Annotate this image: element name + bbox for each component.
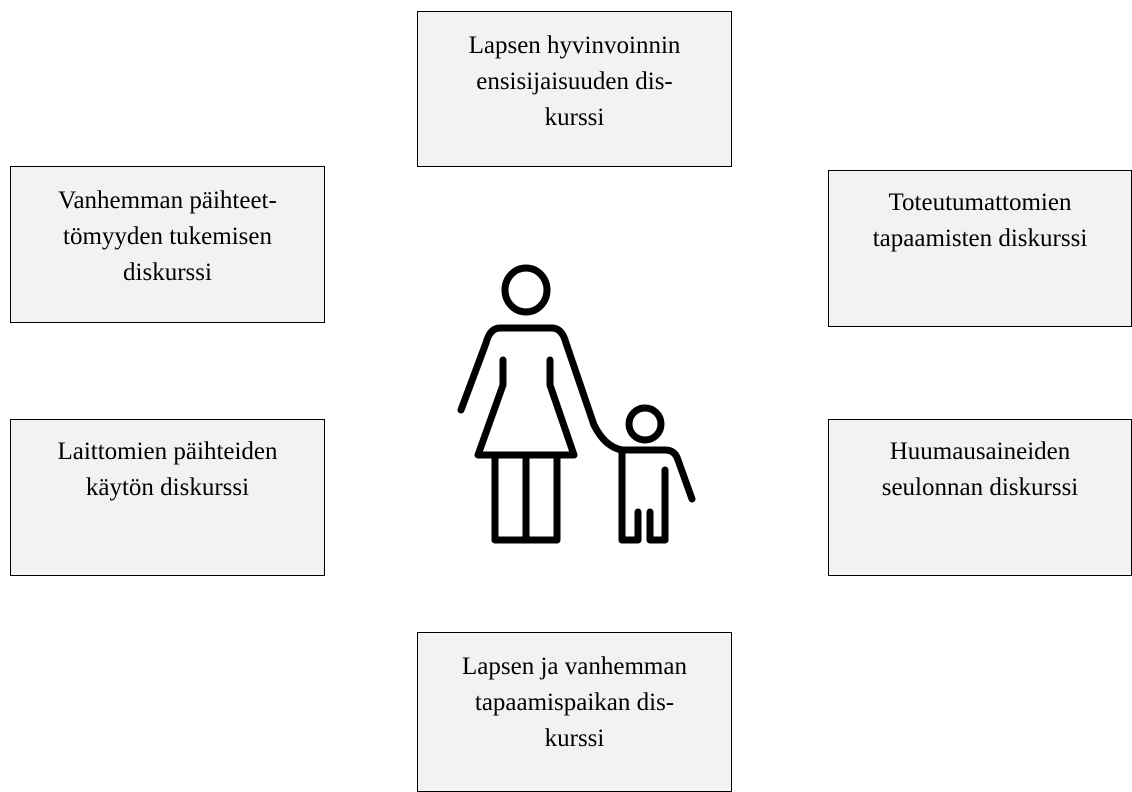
box-text-line: kurssi	[544, 725, 605, 752]
box-text-line: Lapsen hyvinvoinnin	[468, 32, 681, 59]
adult-body	[457, 324, 598, 459]
box-text-line: diskurssi	[123, 259, 212, 286]
child-body	[590, 421, 696, 544]
box-text-line: käytön diskurssi	[85, 474, 250, 501]
box-text-line: tapaamisten diskurssi	[872, 225, 1088, 252]
discourse-box-meeting-place: Lapsen ja vanhemman tapaamispaikan dis- …	[417, 632, 732, 792]
parent-and-child-icon	[457, 264, 696, 544]
discourse-box-child-welfare-priority: Lapsen hyvinvoinnin ensisijaisuuden dis-…	[417, 11, 732, 167]
discourse-box-unrealized-meetings: Toteutumattomien tapaamisten diskurssi	[828, 170, 1132, 327]
box-text-line: seulonnan diskurssi	[881, 474, 1079, 501]
box-text-line: Vanhemman päihteet-	[58, 187, 277, 214]
box-text-line: ensisijaisuuden dis-	[476, 68, 673, 95]
adult-legs	[491, 451, 561, 544]
discourse-box-drug-screening: Huumausaineiden seulonnan diskurssi	[828, 419, 1132, 576]
box-text-line: kurssi	[544, 104, 605, 131]
box-text-line: Toteutumattomien	[888, 189, 1072, 216]
discourse-box-parent-sobriety-support: Vanhemman päihteet- tömyyden tukemisen d…	[10, 166, 325, 323]
child-head	[625, 404, 665, 444]
box-text-line: Huumausaineiden	[889, 438, 1071, 465]
box-text-line: tömyyden tukemisen	[63, 223, 272, 250]
adult-head	[501, 264, 551, 316]
box-text-line: Laittomien päihteiden	[57, 438, 278, 465]
box-text-line: Lapsen ja vanhemman	[462, 653, 687, 680]
discourse-box-illegal-substance-use: Laittomien päihteiden käytön diskurssi	[10, 419, 325, 576]
box-text-line: tapaamispaikan dis-	[474, 689, 675, 716]
